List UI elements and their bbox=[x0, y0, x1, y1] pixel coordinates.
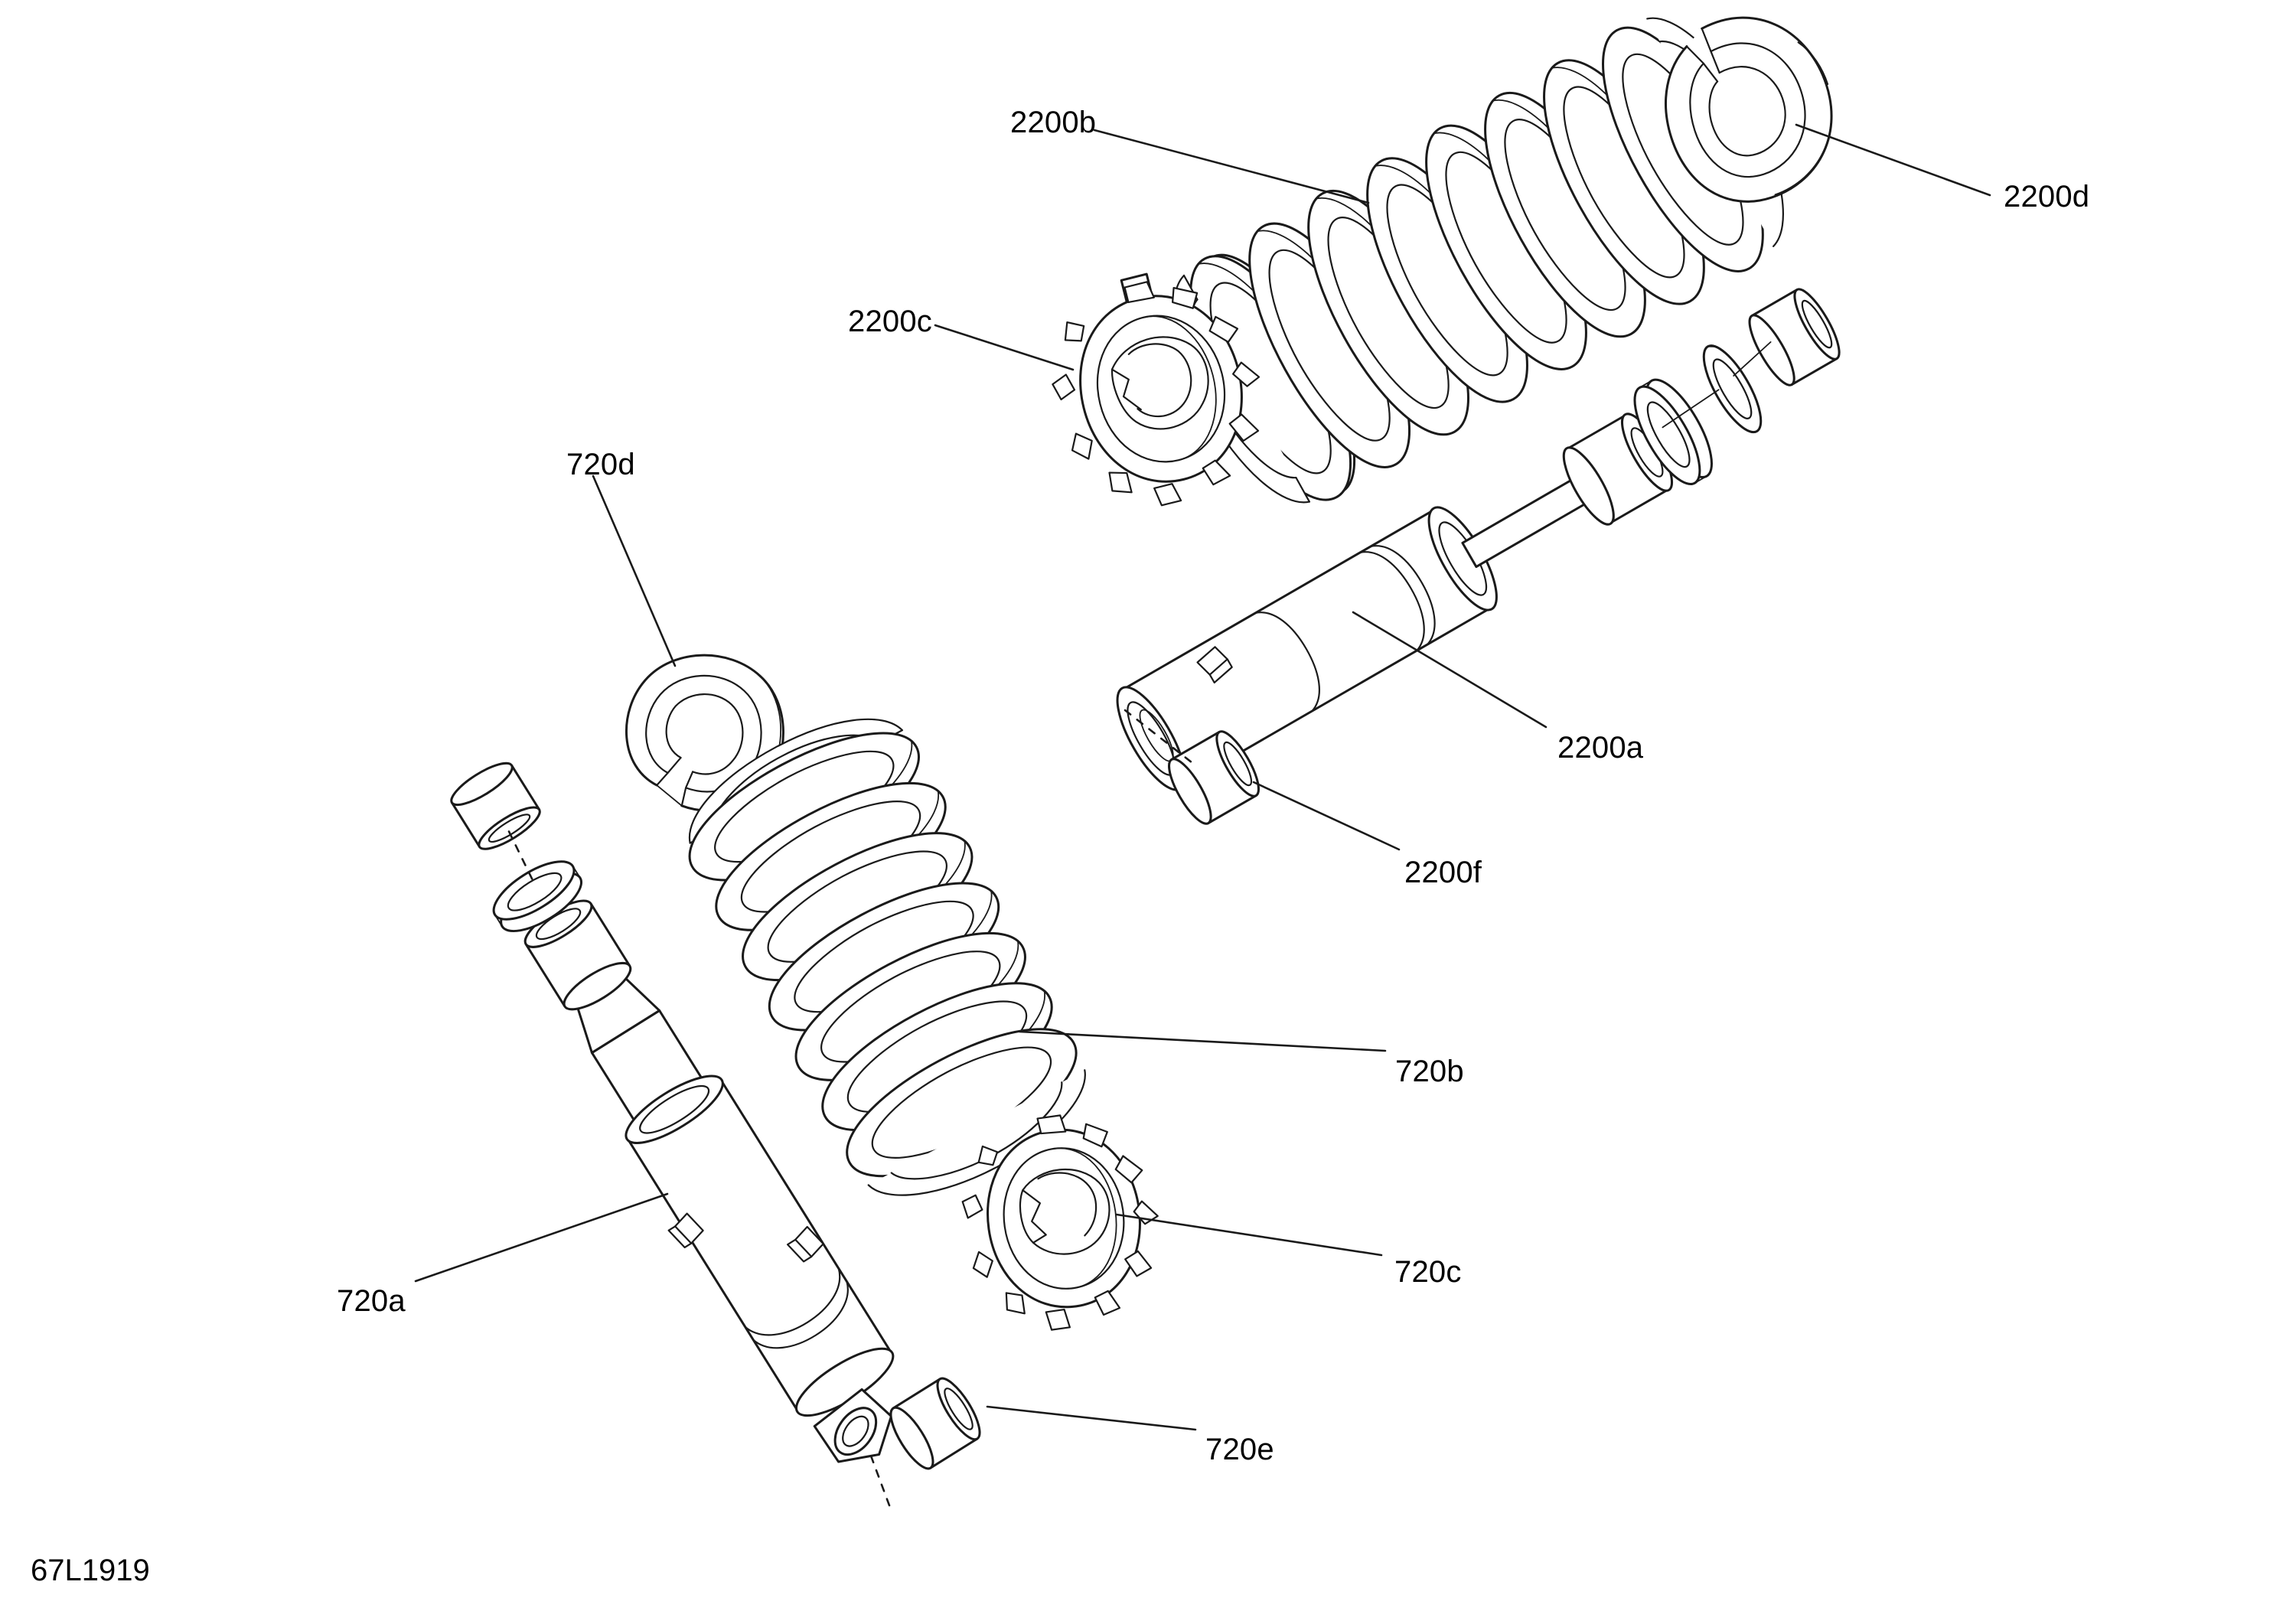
leader-720b bbox=[1018, 1030, 1387, 1052]
callout-label-720b: 720b bbox=[1395, 1055, 1464, 1088]
assembly-axis-2200f bbox=[1124, 709, 1197, 767]
leader-720c bbox=[1115, 1213, 1383, 1257]
part-2200f-bushing-upper bbox=[1124, 709, 1260, 825]
part-720b-coil-spring-lower bbox=[688, 718, 1086, 1196]
leader-2200a bbox=[1352, 611, 1548, 729]
callout-label-720c: 720c bbox=[1394, 1255, 1462, 1289]
leader-2200c bbox=[934, 324, 1075, 371]
leader-2200f bbox=[1252, 781, 1401, 851]
callout-label-2200a: 2200a bbox=[1557, 731, 1644, 765]
leader-2200d bbox=[1795, 123, 1991, 197]
drawing-number: 67L1919 bbox=[31, 1554, 150, 1587]
callout-label-2200b: 2200b bbox=[1010, 106, 1097, 139]
callout-label-2200d: 2200d bbox=[2004, 180, 2090, 214]
part-2200d-split-ring-upper bbox=[1665, 16, 1833, 203]
callout-label-2200f: 2200f bbox=[1404, 856, 1482, 889]
part-2200a-shock-absorber-upper bbox=[1116, 288, 1841, 791]
callout-label-720d: 720d bbox=[566, 448, 635, 481]
part-720a-shock-absorber-lower bbox=[450, 761, 895, 1507]
leader-720e bbox=[986, 1405, 1197, 1431]
part-720c-adjuster-ring-lower bbox=[961, 1114, 1159, 1331]
leader-720d bbox=[592, 474, 677, 667]
leader-lines bbox=[414, 123, 1991, 1431]
callout-label-720e: 720e bbox=[1205, 1433, 1274, 1466]
callout-label-2200c: 2200c bbox=[848, 305, 932, 338]
part-720e-bushing-lower bbox=[889, 1377, 981, 1470]
leader-720a bbox=[414, 1192, 669, 1283]
part-2200c-adjuster-ring-upper bbox=[1052, 272, 1261, 507]
leader-2200b bbox=[1093, 129, 1370, 204]
callout-label-720a: 720a bbox=[337, 1284, 406, 1318]
